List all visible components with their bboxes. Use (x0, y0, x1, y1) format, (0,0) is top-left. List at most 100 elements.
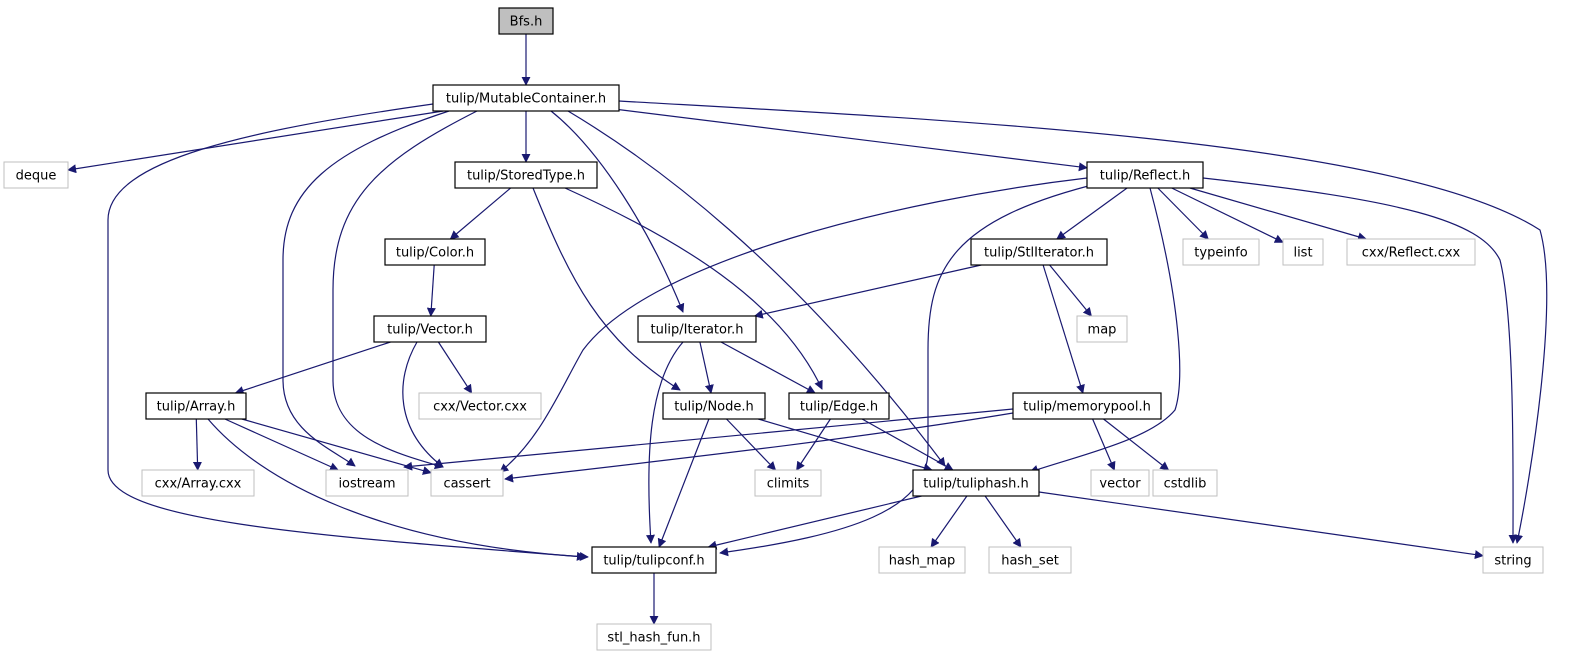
edge-memorypool-to-vector (1092, 418, 1116, 471)
edge-edge-to-tuliphash (861, 418, 954, 471)
node-label: list (1293, 246, 1312, 261)
node-label: stl_hash_fun.h (607, 631, 700, 646)
edge-reflect-to-list (1171, 187, 1284, 243)
node-label: tulip/tuliphash.h (923, 477, 1029, 492)
node-label: map (1088, 323, 1117, 338)
node-box (591, 546, 717, 574)
edge-tuliphash-to-hash_set (984, 495, 1022, 548)
node-box (454, 161, 598, 189)
edge-reflect-to-stliterator (1056, 187, 1128, 240)
edge-mutable-to-cassert (332, 110, 478, 470)
node-iterator[interactable]: tulip/Iterator.h (637, 315, 757, 343)
node-box (325, 469, 409, 497)
node-label: cxx/Vector.cxx (433, 400, 527, 415)
node-map[interactable]: map (1076, 315, 1128, 343)
node-deque[interactable]: deque (3, 161, 69, 189)
node-box (754, 469, 822, 497)
node-stlhashfun[interactable]: stl_hash_fun.h (596, 623, 712, 651)
node-label: hash_map (889, 554, 956, 569)
node-label: Bfs.h (510, 15, 543, 30)
edge-iterator-to-tulipconf (645, 341, 684, 544)
node-box (1012, 392, 1162, 420)
edge-memorypool-to-cstdlib (1103, 418, 1170, 471)
edge-array-to-tulipconf (207, 418, 589, 562)
node-vector[interactable]: vector (1090, 469, 1150, 497)
edge-node-to-tuliphash (758, 418, 933, 473)
node-box (1086, 161, 1204, 189)
edge-reflect-to-reflectcxx (1189, 187, 1367, 242)
node-label: tulip/StlIterator.h (984, 246, 1094, 261)
node-typeinfo[interactable]: typeinfo (1182, 238, 1260, 266)
node-box (145, 392, 247, 420)
node-label: tulip/Edge.h (800, 400, 878, 415)
node-box (1482, 546, 1544, 574)
node-cstdlib[interactable]: cstdlib (1152, 469, 1218, 497)
edge-array-to-cassert (241, 418, 432, 475)
node-arraycxx[interactable]: cxx/Array.cxx (141, 469, 255, 497)
node-tuliphash[interactable]: tulip/tuliphash.h (912, 469, 1040, 497)
edge-mutable-to-tulipconf (107, 103, 586, 561)
node-label: iostream (338, 477, 395, 492)
node-box (373, 315, 487, 343)
node-reflect[interactable]: tulip/Reflect.h (1086, 161, 1204, 189)
edge-iterator-to-edge (720, 341, 816, 394)
node-hash_set[interactable]: hash_set (988, 546, 1072, 574)
node-climits[interactable]: climits (754, 469, 822, 497)
node-label: typeinfo (1194, 246, 1247, 261)
edge-vector_h-to-vectorcxx (437, 341, 473, 394)
node-storedtype[interactable]: tulip/StoredType.h (454, 161, 598, 189)
node-label: cxx/Array.cxx (155, 477, 242, 492)
edge-reflect-to-tuliphash (1029, 187, 1181, 474)
edge-reflect-to-tulipconf (719, 182, 1101, 557)
node-box (1076, 315, 1128, 343)
node-bfs[interactable]: Bfs.h (498, 7, 554, 35)
edge-node-to-climits (726, 418, 777, 471)
node-reflectcxx[interactable]: cxx/Reflect.cxx (1346, 238, 1476, 266)
edge-tuliphash-to-hash_map (930, 495, 968, 548)
node-label: tulip/MutableContainer.h (446, 92, 606, 107)
node-stliterator[interactable]: tulip/StlIterator.h (970, 238, 1108, 266)
node-list[interactable]: list (1282, 238, 1324, 266)
node-label: deque (16, 169, 57, 184)
node-mutable[interactable]: tulip/MutableContainer.h (432, 84, 620, 112)
edge-mutable-to-string (618, 100, 1548, 544)
edge-reflect-to-typeinfo (1157, 187, 1209, 240)
edge-vector_h-to-array (234, 341, 391, 395)
node-box (788, 392, 890, 420)
node-vectorcxx[interactable]: cxx/Vector.cxx (418, 392, 542, 420)
node-box (637, 315, 757, 343)
edge-stliterator-to-memorypool (1042, 264, 1085, 394)
nodes-layer: Bfs.h tulip/MutableContainer.h deque tulip/… (3, 7, 1544, 651)
node-label: tulip/StoredType.h (467, 169, 585, 184)
node-hash_map[interactable]: hash_map (878, 546, 966, 574)
node-vector_h[interactable]: tulip/Vector.h (373, 315, 487, 343)
node-box (970, 238, 1108, 266)
node-box (596, 623, 712, 651)
node-box (432, 84, 620, 112)
edge-array-to-arraycxx (192, 418, 202, 471)
edge-mutable-to-iostream (282, 110, 450, 467)
edge-reflect-to-string (1202, 177, 1518, 544)
node-box (384, 238, 486, 266)
node-label: tulip/Color.h (396, 246, 474, 261)
edge-tuliphash-to-string (1038, 491, 1484, 560)
node-color[interactable]: tulip/Color.h (384, 238, 486, 266)
node-label: cstdlib (1164, 477, 1207, 492)
node-box (1346, 238, 1476, 266)
node-tulipconf[interactable]: tulip/tulipconf.h (591, 546, 717, 574)
node-edge[interactable]: tulip/Edge.h (788, 392, 890, 420)
node-cassert[interactable]: cassert (430, 469, 504, 497)
node-box (662, 392, 766, 420)
node-node[interactable]: tulip/Node.h (662, 392, 766, 420)
node-iostream[interactable]: iostream (325, 469, 409, 497)
edge-storedtype-to-node (532, 187, 681, 391)
node-label: tulip/Reflect.h (1100, 169, 1190, 184)
node-box (1152, 469, 1218, 497)
node-label: hash_set (1001, 554, 1059, 569)
node-array[interactable]: tulip/Array.h (145, 392, 247, 420)
edge-iterator-to-node (699, 341, 714, 394)
node-memorypool[interactable]: tulip/memorypool.h (1012, 392, 1162, 420)
edge-memorypool-to-cassert (504, 412, 1014, 483)
node-string[interactable]: string (1482, 546, 1544, 574)
